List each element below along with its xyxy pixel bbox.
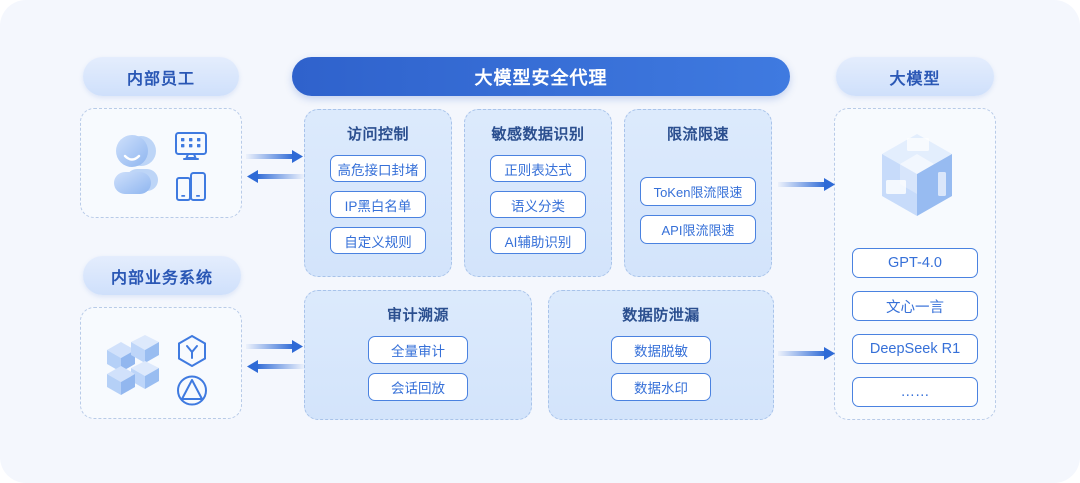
arrow-employee-to-agent [246,150,304,183]
hexagon-y-icon [178,334,206,367]
server-cubes-icon [107,335,159,395]
internal-business-system-container [80,307,242,419]
arrow-agent-to-model-top [778,178,835,191]
arrow-agent-to-model-bottom [778,347,835,360]
pill-internal-business-system-label: 内部业务系统 [110,269,213,287]
panel-audit-traceability-title: 审计溯源 [386,307,449,324]
chip-sensitive-data-1[interactable]: 语义分类 [490,191,586,218]
mobile-devices-icon [176,172,206,201]
panel-rate-limiting: 限流限速 ToKen限流限速 API限流限速 [624,109,772,277]
pill-large-model-label: 大模型 [889,70,941,88]
panel-data-leak-prevention: 数据防泄漏 数据脱敏 数据水印 [548,290,774,420]
panel-sensitive-data-recognition: 敏感数据识别 正则表达式 语义分类 AI辅助识别 [464,109,612,277]
circle-triangle-icon [177,375,207,406]
model-chip-1[interactable]: 文心一言 [852,291,978,321]
chip-dlp-1[interactable]: 数据水印 [611,373,711,401]
pill-internal-business-system: 内部业务系统 [83,256,241,295]
panel-access-control-title: 访问控制 [346,126,409,143]
chip-access-control-0[interactable]: 高危接口封堵 [330,155,426,182]
desktop-monitor-icon [175,132,207,160]
chip-dlp-0[interactable]: 数据脱敏 [611,336,711,364]
isometric-cube-icon [882,134,952,216]
panel-audit-traceability: 审计溯源 全量审计 会话回放 [304,290,532,420]
chip-rate-limiting-0[interactable]: ToKen限流限速 [640,177,756,206]
user-avatar-icon [114,135,158,194]
agent-header-label: 大模型安全代理 [474,67,608,88]
chip-sensitive-data-0[interactable]: 正则表达式 [490,155,586,182]
panel-sensitive-data-recognition-title: 敏感数据识别 [491,126,585,143]
model-chip-3[interactable]: …… [852,377,978,407]
arrow-system-to-agent [246,340,304,373]
chip-rate-limiting-1[interactable]: API限流限速 [640,215,756,244]
chip-audit-1[interactable]: 会话回放 [368,373,468,401]
chip-access-control-2[interactable]: 自定义规则 [330,227,426,254]
panel-data-leak-prevention-title: 数据防泄漏 [622,307,700,324]
pill-large-model: 大模型 [836,57,994,96]
pill-internal-employee: 内部员工 [83,57,239,96]
agent-header-banner: 大模型安全代理 [292,57,790,96]
panel-rate-limiting-title: 限流限速 [666,126,729,143]
chip-access-control-1[interactable]: IP黑白名单 [330,191,426,218]
model-chip-0[interactable]: GPT-4.0 [852,248,978,278]
panel-access-control: 访问控制 高危接口封堵 IP黑白名单 自定义规则 [304,109,452,277]
chip-audit-0[interactable]: 全量审计 [368,336,468,364]
model-chip-2[interactable]: DeepSeek R1 [852,334,978,364]
chip-sensitive-data-2[interactable]: AI辅助识别 [490,227,586,254]
internal-employee-container [80,108,242,218]
pill-internal-employee-label: 内部员工 [126,70,195,88]
